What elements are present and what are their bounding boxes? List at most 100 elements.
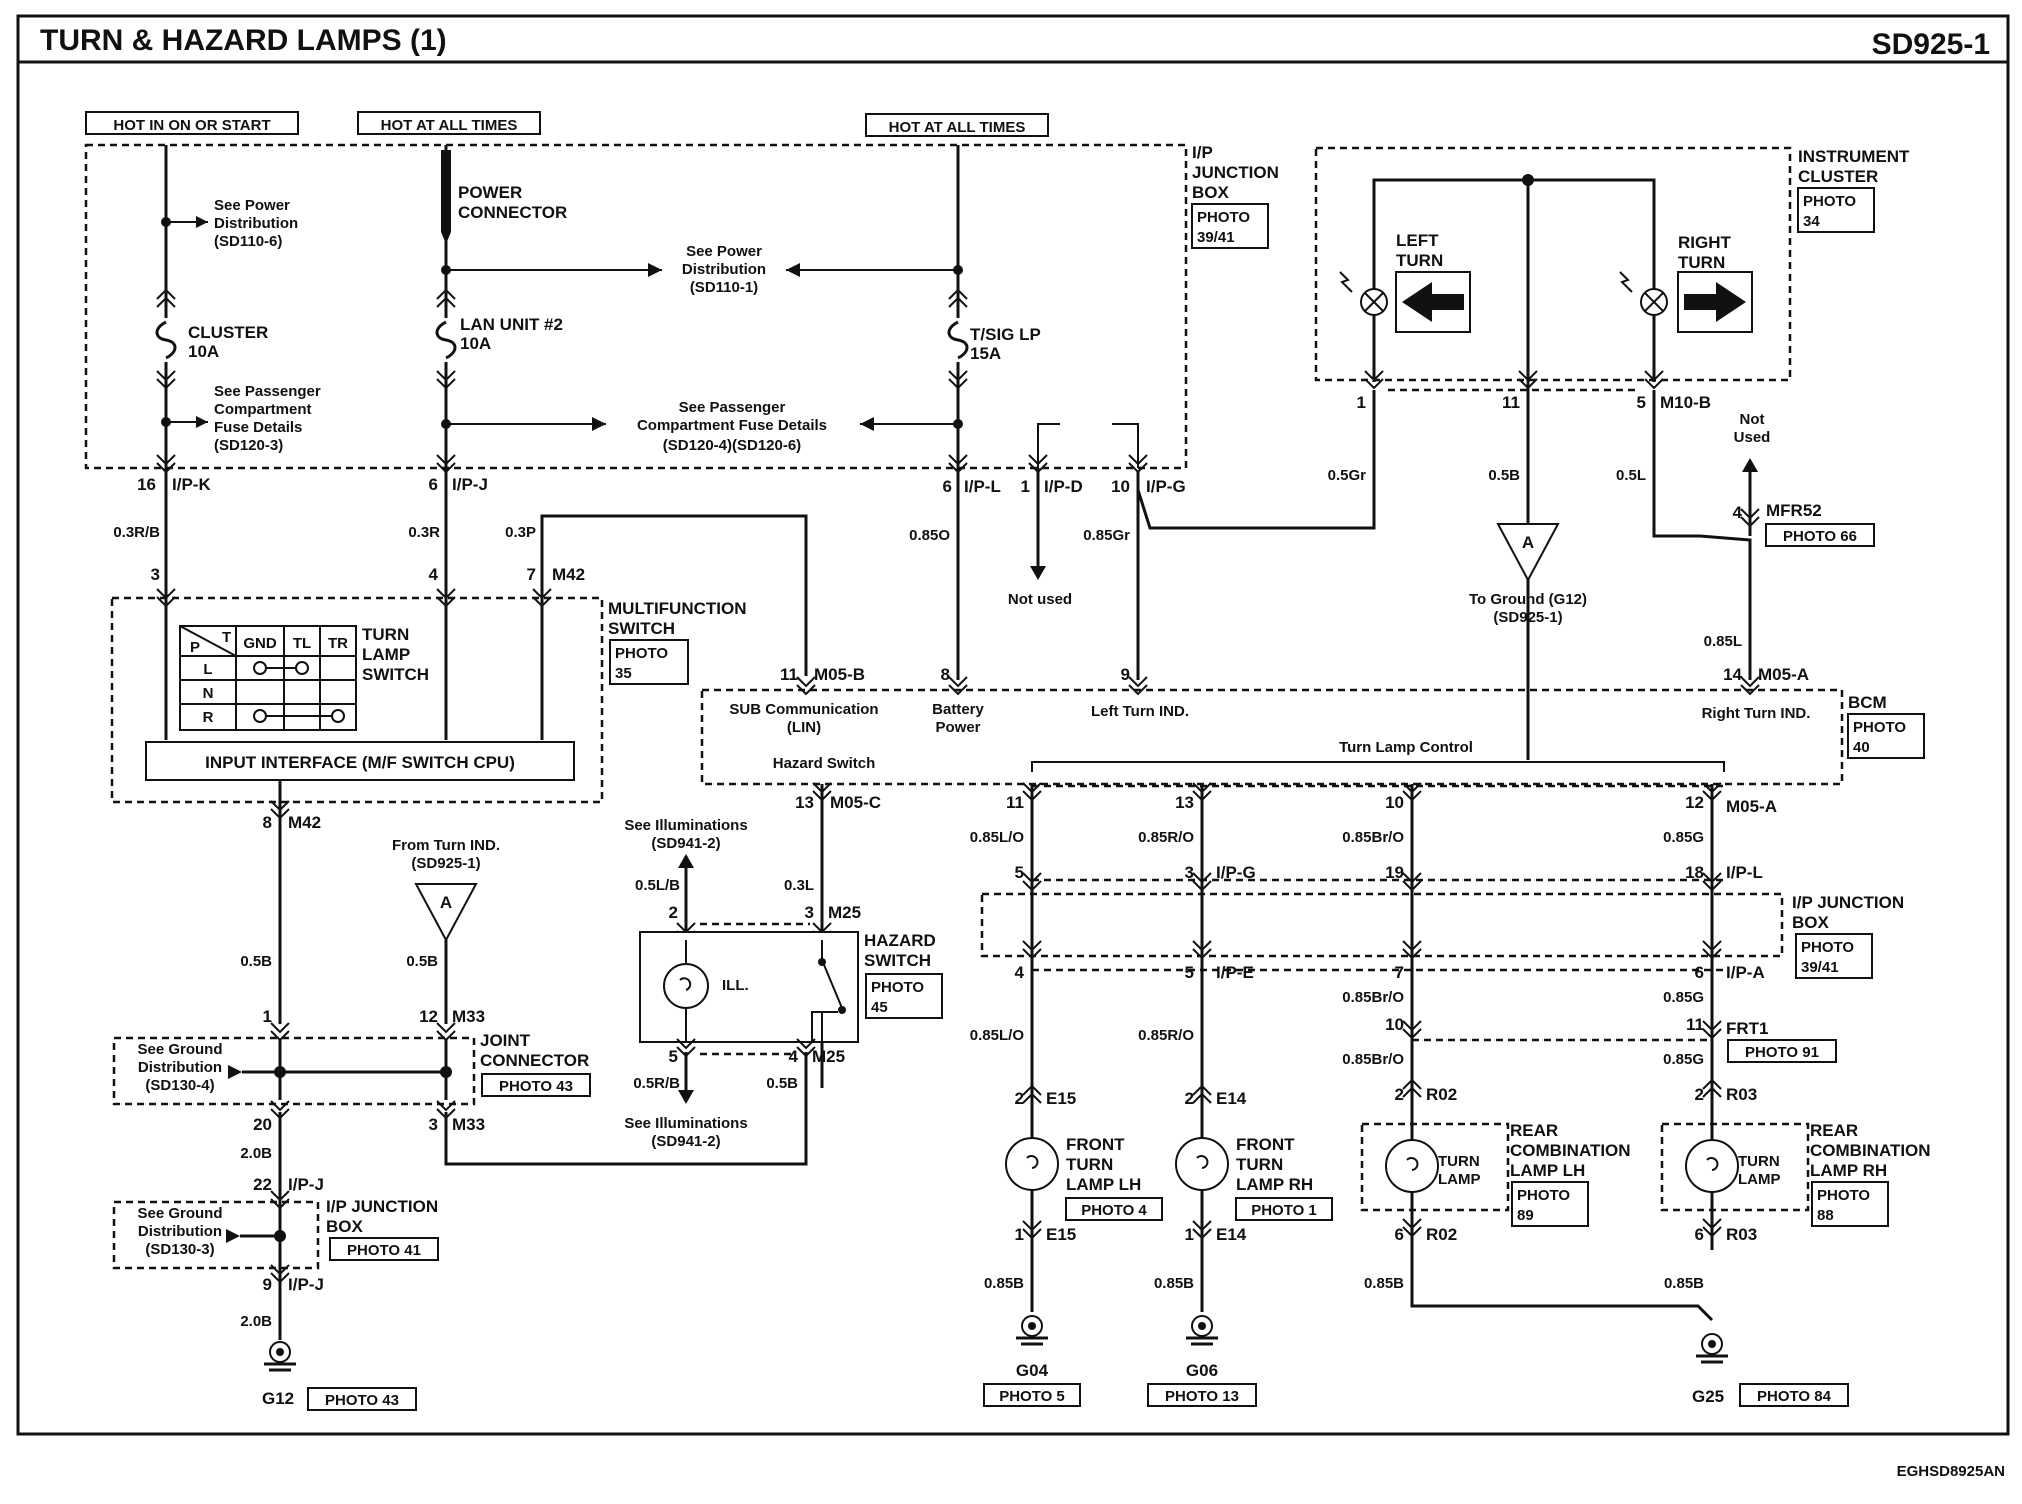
connector-a-left: A xyxy=(440,893,452,912)
bcm-outline xyxy=(700,688,1844,786)
branch-3-conn-top: M05-A xyxy=(1726,797,1777,816)
table-col-tr: TR xyxy=(328,635,348,652)
conn-mfr52: MFR52 xyxy=(1766,501,1822,520)
left-arrow-icon xyxy=(1402,282,1464,322)
wire-085l: 0.85L xyxy=(1704,633,1742,650)
branch-3-conn-ipl: I/P-L xyxy=(1726,863,1763,882)
conn-ipj3: I/P-J xyxy=(288,1275,324,1294)
branch-0-pin-ipg: 5 xyxy=(1015,863,1024,882)
rlh-photo-1: PHOTO xyxy=(1517,1187,1570,1204)
branch-0-conn-e: E15 xyxy=(1046,1089,1076,1108)
pin-20: 20 xyxy=(253,1115,272,1134)
branch-3-pin-frt: 11 xyxy=(1686,1015,1704,1034)
mfs-turn-3: SWITCH xyxy=(362,665,429,684)
wire-20b: 2.0B xyxy=(240,1145,272,1162)
cluster-title-2: CLUSTER xyxy=(1798,167,1878,186)
conn-ipj: I/P-J xyxy=(452,475,488,494)
mfs-turn-1: TURN xyxy=(362,625,409,644)
conn-ipk: I/P-K xyxy=(172,475,211,494)
joint-title-2: CONNECTOR xyxy=(480,1051,589,1070)
table-p: P xyxy=(190,639,200,656)
branch-3-pin-r: 2 xyxy=(1695,1085,1704,1104)
conn-m42: M42 xyxy=(552,565,585,584)
ground-connector-a xyxy=(1496,523,1560,583)
wire-05gr: 0.5Gr xyxy=(1328,467,1367,484)
ref-ill-top-1: See Illuminations xyxy=(624,817,747,834)
diagram-title: TURN & HAZARD LAMPS (1) xyxy=(40,24,447,57)
branch-3-conn-r2: R03 xyxy=(1726,1225,1757,1244)
cluster-pin-11: 11 xyxy=(1502,393,1520,412)
diagram-code: SD925-1 xyxy=(1872,28,1990,61)
branch-0-wire-1: 0.85L/O xyxy=(970,829,1025,846)
from-turn-2: (SD925-1) xyxy=(411,855,480,872)
bulb-filament xyxy=(1706,1157,1719,1171)
cluster-photo-1: PHOTO xyxy=(1803,193,1856,210)
wire-05lb: 0.5L/B xyxy=(635,877,680,894)
table-t: T xyxy=(222,629,231,646)
branch-3-pin-ipg: 18 xyxy=(1685,863,1704,882)
rrh-photo-2: 88 xyxy=(1817,1207,1834,1224)
bulb-filament xyxy=(1406,1157,1419,1171)
hazard-title-1: HAZARD xyxy=(864,931,936,950)
flh-name-1: FRONT xyxy=(1066,1135,1125,1154)
pin-6b: 6 xyxy=(943,477,952,496)
ipjb-bot-title-1: I/P JUNCTION xyxy=(326,1197,438,1216)
cluster-outline xyxy=(1314,146,1792,382)
ipjb-top-title-3: BOX xyxy=(1192,183,1230,202)
wire-03p: 0.3P xyxy=(505,524,536,541)
bcm-batt-2: Power xyxy=(935,719,980,736)
rlh-name-1: REAR xyxy=(1510,1121,1558,1140)
joint-outline xyxy=(112,1036,476,1106)
ref-pcf1-3: Fuse Details xyxy=(214,419,302,436)
pin-6a: 6 xyxy=(429,475,438,494)
ref-ill-top-2: (SD941-2) xyxy=(651,835,720,852)
table-col-gnd: GND xyxy=(243,635,277,652)
conn-ipj2: I/P-J xyxy=(288,1175,324,1194)
wire-05b4: 0.5B xyxy=(766,1075,798,1092)
front-lamp-bulb-0 xyxy=(1005,1137,1059,1191)
bcm-hazard: Hazard Switch xyxy=(773,755,876,772)
ref-pcf2-2: Compartment Fuse Details xyxy=(637,417,827,434)
cluster-pin-1: 1 xyxy=(1357,393,1366,412)
wire-03rb: 0.3R/B xyxy=(113,524,160,541)
ref-ill-bot-2: (SD941-2) xyxy=(651,1133,720,1150)
branch-0-wire-2: 0.85L/O xyxy=(970,1027,1025,1044)
right-arrow-icon xyxy=(1684,282,1746,322)
conn-ipl: I/P-L xyxy=(964,477,1001,496)
pin-13: 13 xyxy=(795,793,814,812)
ref-pd1-2: Distribution xyxy=(214,215,298,232)
mfs-outline xyxy=(110,596,604,804)
fuse-lan-amp: 10A xyxy=(460,334,491,353)
hot-on-start-box xyxy=(85,111,299,135)
branch-3-pin-ipe: 6 xyxy=(1695,963,1704,982)
ref-pd2-1: See Power xyxy=(686,243,762,260)
rlh-photo-2: 89 xyxy=(1517,1207,1534,1224)
branch-3-pin-top: 12 xyxy=(1685,793,1704,812)
branch-1-wire-2: 0.85R/O xyxy=(1138,1027,1194,1044)
bulb-filament xyxy=(1026,1155,1039,1169)
conn-m33b: M33 xyxy=(452,1115,485,1134)
branch-0-pin-ipe: 4 xyxy=(1015,963,1025,982)
ref-pd1-3: (SD110-6) xyxy=(214,233,282,250)
wire-05b2: 0.5B xyxy=(240,953,272,970)
rrh-photo-1: PHOTO xyxy=(1817,1187,1870,1204)
flh-name-3: LAMP LH xyxy=(1066,1175,1141,1194)
conn-m33: M33 xyxy=(452,1007,485,1026)
rrh-inner-1: TURN xyxy=(1738,1153,1780,1170)
power-connector-mark xyxy=(441,150,451,244)
rlh-name-2: COMBINATION xyxy=(1510,1141,1631,1160)
ipjb-top-title-2: JUNCTION xyxy=(1192,163,1279,182)
hazard-title-2: SWITCH xyxy=(864,951,931,970)
pin-11: 11 xyxy=(780,665,798,684)
rrh-name-3: LAMP RH xyxy=(1810,1161,1887,1180)
ipjb-top-photo-2: 39/41 xyxy=(1197,229,1235,246)
conn-ipg: I/P-G xyxy=(1146,477,1186,496)
ground-g04-photo: PHOTO 5 xyxy=(999,1388,1065,1405)
pin-8b: 8 xyxy=(941,665,950,684)
not-used-2b: Used xyxy=(1734,429,1771,446)
pin-1j: 1 xyxy=(263,1007,272,1026)
branch-1-conn-ipg: I/P-G xyxy=(1216,863,1256,882)
hazard-photo-1: PHOTO xyxy=(871,979,924,996)
mfs-turn-2: LAMP xyxy=(362,645,410,664)
branch-1-pin-top: 13 xyxy=(1175,793,1194,812)
